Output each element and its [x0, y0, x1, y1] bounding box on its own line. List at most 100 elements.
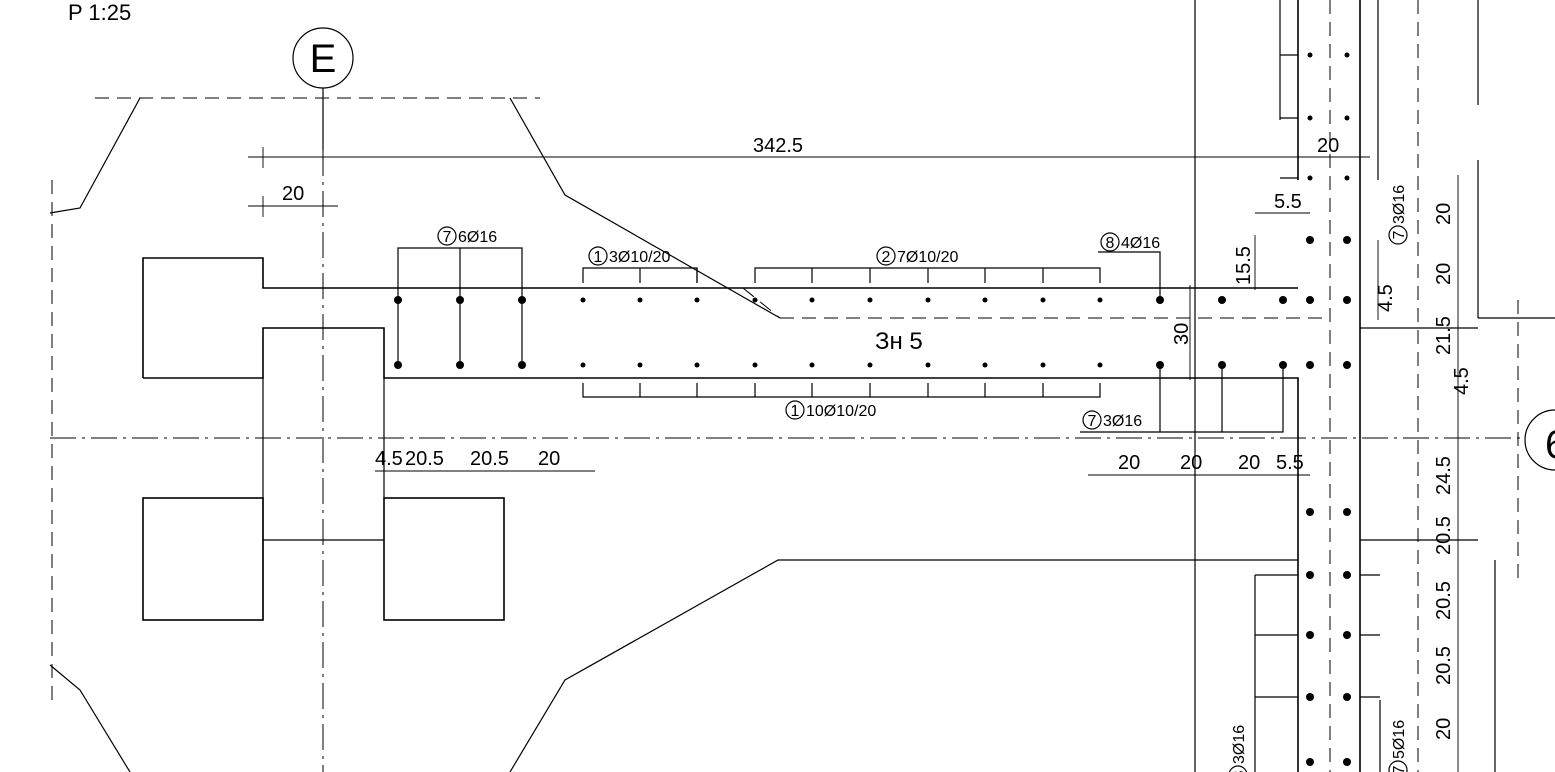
- rebar-dot: [1343, 758, 1351, 766]
- svg-text:10Ø10/20: 10Ø10/20: [806, 403, 876, 420]
- rebar-dot: [694, 297, 700, 303]
- dim-total: 342.5: [753, 135, 803, 157]
- rebar-label-7-vertical-top: 7 3Ø16: [1388, 185, 1408, 245]
- pile-left: [142, 497, 264, 621]
- rebar-dot: [925, 297, 931, 303]
- dim-bot-20-5a: 20.5: [405, 448, 444, 470]
- rebar-dot: [1306, 361, 1314, 369]
- rebar-dot: [1306, 236, 1314, 244]
- rebar-dot: [752, 297, 758, 303]
- rebar-dot: [809, 362, 815, 368]
- rebar-label-1-bottom: 1 10Ø10/20: [785, 400, 876, 420]
- rebar-dot: [1343, 693, 1351, 701]
- svg-text:7: 7: [1088, 413, 1097, 430]
- rebar-dot: [1040, 297, 1046, 303]
- dim-top-right-20: 20: [1317, 135, 1339, 157]
- svg-text:5Ø16: 5Ø16: [1391, 720, 1408, 759]
- foundation-bottom-right: [509, 559, 1298, 772]
- dim-v-21-5: 21.5: [1433, 316, 1455, 355]
- rebar-dot: [637, 362, 643, 368]
- svg-text:3Ø16: 3Ø16: [1391, 185, 1408, 224]
- rebar-dot: [637, 297, 643, 303]
- foundation-left-slope: [49, 97, 141, 214]
- axis-6-label: 6: [1545, 423, 1555, 467]
- rebar-dot: [1307, 115, 1313, 121]
- rebar-dot: [1306, 693, 1314, 701]
- dim-v-20c: 20: [1433, 718, 1455, 740]
- dim-v-20a: 20: [1433, 203, 1455, 225]
- axis-e-marker: E: [292, 27, 354, 89]
- dim-v-20-5a: 20.5: [1433, 516, 1455, 555]
- svg-text:6Ø16: 6Ø16: [458, 229, 497, 246]
- pile-right: [383, 497, 505, 621]
- dim-bot-20: 20: [538, 448, 560, 470]
- rebar-leaders: [397, 247, 1284, 433]
- rebar-dot: [982, 297, 988, 303]
- svg-text:1: 1: [594, 249, 603, 266]
- svg-text:7: 7: [1391, 765, 1408, 772]
- dim-5-5-top: 5.5: [1274, 191, 1302, 213]
- rebar-dot: [694, 362, 700, 368]
- svg-text:1: 1: [791, 403, 800, 420]
- rebar-label-2-top: 2 7Ø10/20: [876, 246, 958, 266]
- rebar-dot: [1344, 52, 1350, 58]
- svg-text:4Ø16: 4Ø16: [1121, 235, 1160, 252]
- dim-br-20a: 20: [1118, 452, 1140, 474]
- rebar-dot: [1343, 571, 1351, 579]
- rebar-dot: [809, 297, 815, 303]
- axis-e-label: E: [310, 37, 337, 81]
- rebar-dot: [1344, 115, 1350, 121]
- rebar-dot: [1306, 758, 1314, 766]
- svg-text:8: 8: [1106, 235, 1115, 252]
- rebar-label-8: 8 4Ø16: [1100, 232, 1160, 252]
- svg-text:7: 7: [1391, 230, 1408, 239]
- rebar-dot: [1343, 361, 1351, 369]
- rebar-label-7-left: 7 6Ø16: [437, 226, 497, 246]
- dim-v-24-5: 24.5: [1433, 456, 1455, 495]
- dim-30: 30: [1171, 323, 1193, 345]
- rebar-dot: [1097, 362, 1103, 368]
- rebar-dot: [1097, 297, 1103, 303]
- vertical-wall: [1194, 0, 1555, 772]
- svg-text:2: 2: [882, 249, 891, 266]
- svg-text:3Ø10/20: 3Ø10/20: [609, 249, 670, 266]
- rebar-dot: [1343, 508, 1351, 516]
- dim-bot-4-5: 4.5: [375, 448, 403, 470]
- rebar-label-1-top: 1 3Ø10/20: [588, 246, 670, 266]
- svg-text:3Ø16: 3Ø16: [1103, 413, 1142, 430]
- rebar-dot: [580, 297, 586, 303]
- foundation-bottom-left: [49, 664, 131, 772]
- rebar-dot: [982, 362, 988, 368]
- rebar-dots: [394, 52, 1351, 766]
- rebar-dot: [1344, 175, 1350, 181]
- dim-v-20-5c: 20.5: [1433, 646, 1455, 685]
- wall-mark: Зн 5: [875, 328, 923, 355]
- dim-v-20b: 20: [1433, 263, 1455, 285]
- svg-text:7Ø10/20: 7Ø10/20: [897, 249, 958, 266]
- scale-note: P 1:25: [68, 0, 131, 25]
- dim-v-20-5b: 20.5: [1433, 581, 1455, 620]
- rebar-dot: [1306, 296, 1314, 304]
- dim-v-4-5b: 4.5: [1451, 367, 1473, 395]
- rebar-label-7-vertical-bottom: 7 5Ø16: [1388, 720, 1408, 772]
- axis-6-marker: 6: [1524, 409, 1555, 471]
- rebar-label-7-right: 7 3Ø16: [1082, 410, 1142, 430]
- foundation-right-slope: [509, 97, 781, 319]
- rebar-dot: [1343, 236, 1351, 244]
- rebar-dot: [1343, 296, 1351, 304]
- rebar-dot: [1306, 508, 1314, 516]
- rebar-dot: [1307, 52, 1313, 58]
- rebar-dot: [1306, 571, 1314, 579]
- dim-15-5: 15.5: [1233, 246, 1255, 285]
- rebar-dot: [752, 362, 758, 368]
- rebar-dot: [867, 362, 873, 368]
- rebar-dot: [1343, 631, 1351, 639]
- rebar-label-3-vertical-bottom: 3 3Ø16: [1228, 725, 1248, 772]
- rebar-dot: [1218, 296, 1226, 304]
- stirrup-lines: [639, 54, 1380, 698]
- svg-text:7: 7: [443, 229, 452, 246]
- rebar-dot: [1040, 362, 1046, 368]
- dim-br-5-5: 5.5: [1276, 452, 1304, 474]
- rebar-dot: [925, 362, 931, 368]
